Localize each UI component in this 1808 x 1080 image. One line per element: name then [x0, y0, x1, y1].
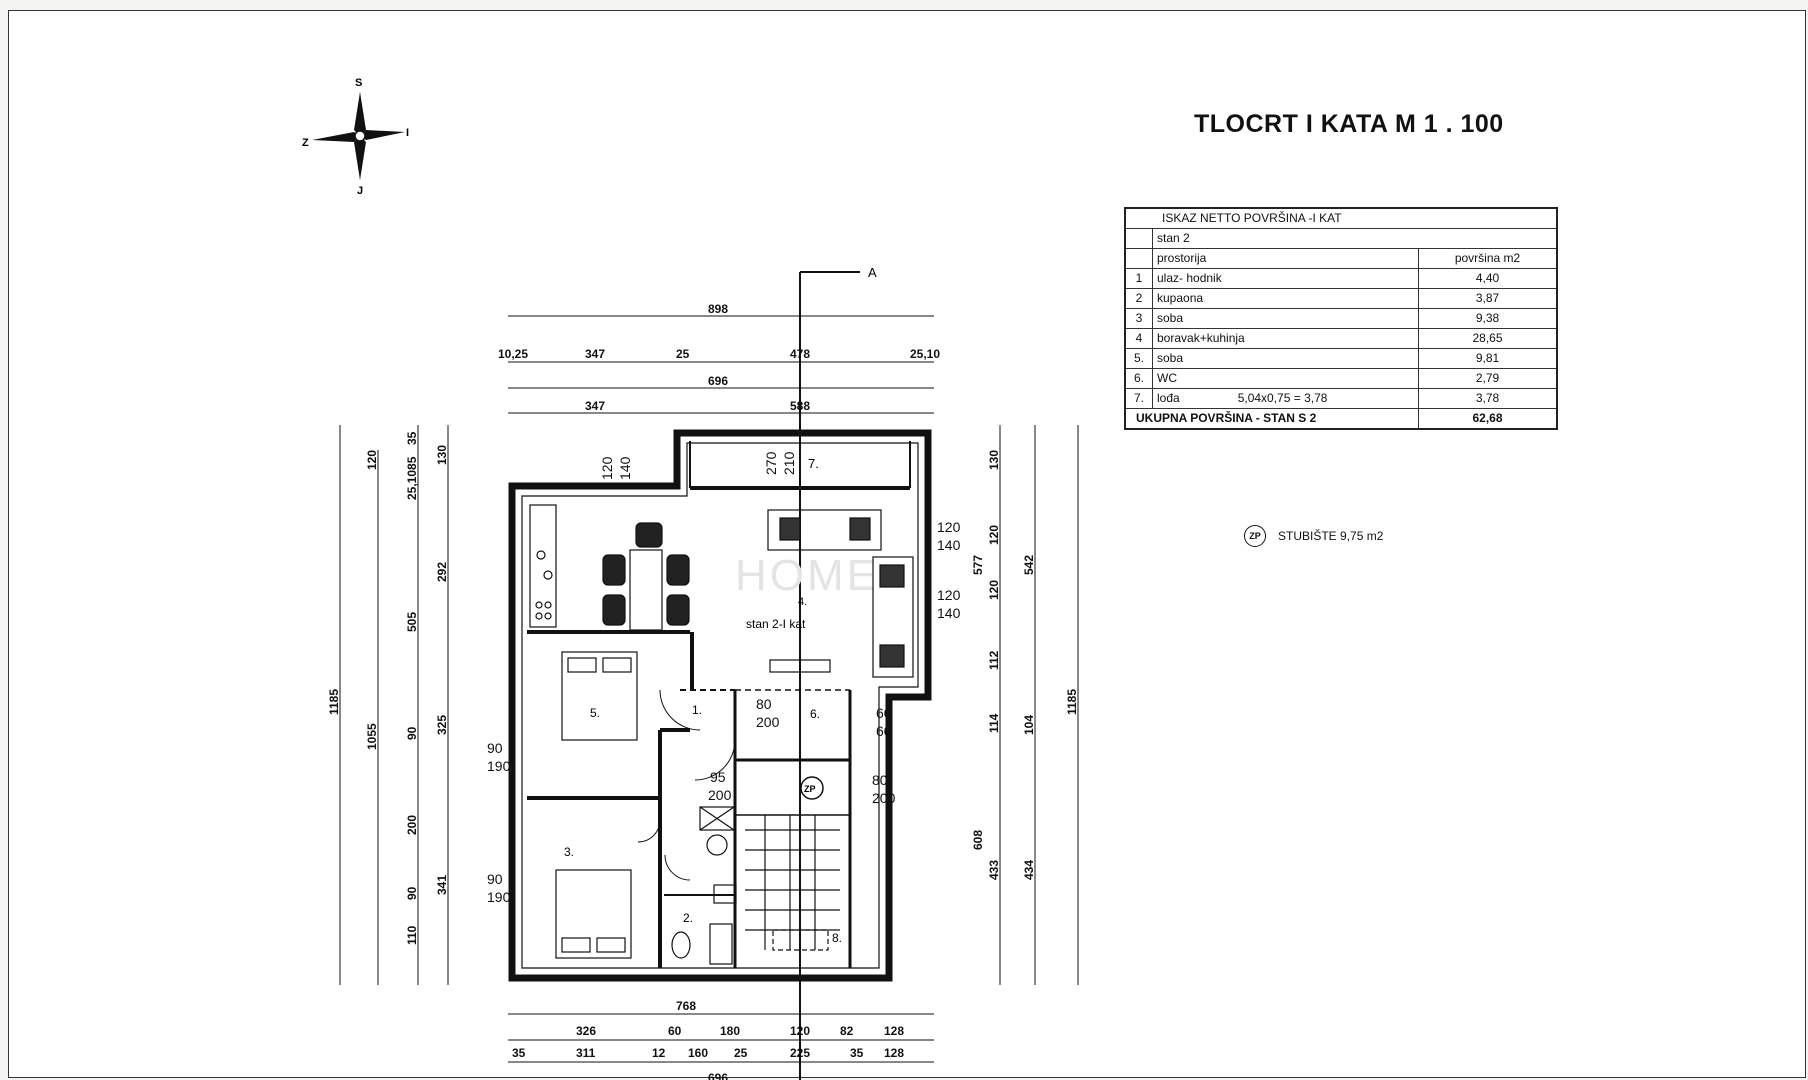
- net-area-table: ISKAZ NETTO POVRŠINA -I KAT stan 2 prost…: [1124, 207, 1558, 430]
- compass-i-label: I: [406, 127, 409, 139]
- loggia-calc: 5,04x0,75 = 3,78: [1237, 391, 1328, 405]
- table-header-area: površina m2: [1418, 248, 1558, 269]
- stair-note: ZP STUBIŠTE 9,75 m2: [1244, 525, 1383, 547]
- stair-label: STUBIŠTE 9,75 m2: [1278, 529, 1384, 543]
- zp-badge: ZP: [1244, 525, 1266, 547]
- table-subtitle: stan 2: [1152, 228, 1558, 249]
- compass-s-label: S: [355, 77, 362, 89]
- drawing-title: TLOCRT I KATA M 1 . 100: [1194, 110, 1504, 138]
- table-header-room: prostorija: [1152, 248, 1419, 269]
- compass-z-label: Z: [302, 137, 309, 149]
- table-title: ISKAZ NETTO POVRŠINA -I KAT: [1124, 207, 1558, 229]
- drawing-sheet: [8, 10, 1806, 1078]
- compass-j-label: J: [357, 185, 363, 197]
- compass-rose-icon: S Z I J: [302, 77, 409, 197]
